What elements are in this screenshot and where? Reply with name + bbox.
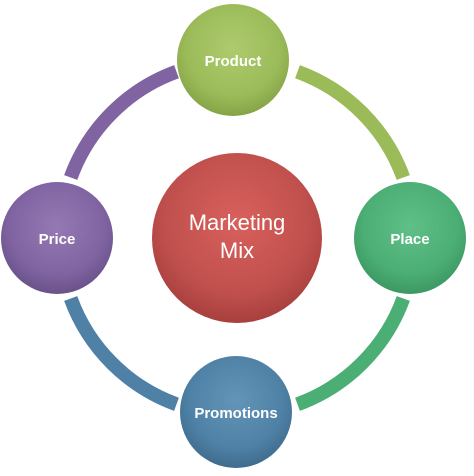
arc-price-product [64, 65, 179, 180]
center-circle [152, 153, 322, 323]
arc-place-promotions [295, 296, 410, 411]
arc-promotions-price [64, 296, 179, 411]
center-node: Marketing Mix [152, 153, 322, 323]
ring-arcs [64, 65, 410, 411]
node-place: Place [354, 182, 466, 294]
center-label-line-1: Marketing [189, 210, 286, 235]
node-product-circle [177, 4, 289, 116]
node-price: Price [1, 182, 113, 294]
node-product: Product [177, 4, 289, 116]
node-place-label: Place [390, 231, 429, 248]
arc-product-place [295, 65, 410, 180]
node-price-circle [1, 182, 113, 294]
node-promotions-circle [180, 356, 292, 468]
node-price-label: Price [39, 231, 76, 248]
center-label-line-2: Mix [220, 238, 254, 263]
node-place-circle [354, 182, 466, 294]
node-promotions-label: Promotions [194, 405, 277, 422]
node-product-label: Product [205, 53, 262, 70]
node-promotions: Promotions [180, 356, 292, 468]
